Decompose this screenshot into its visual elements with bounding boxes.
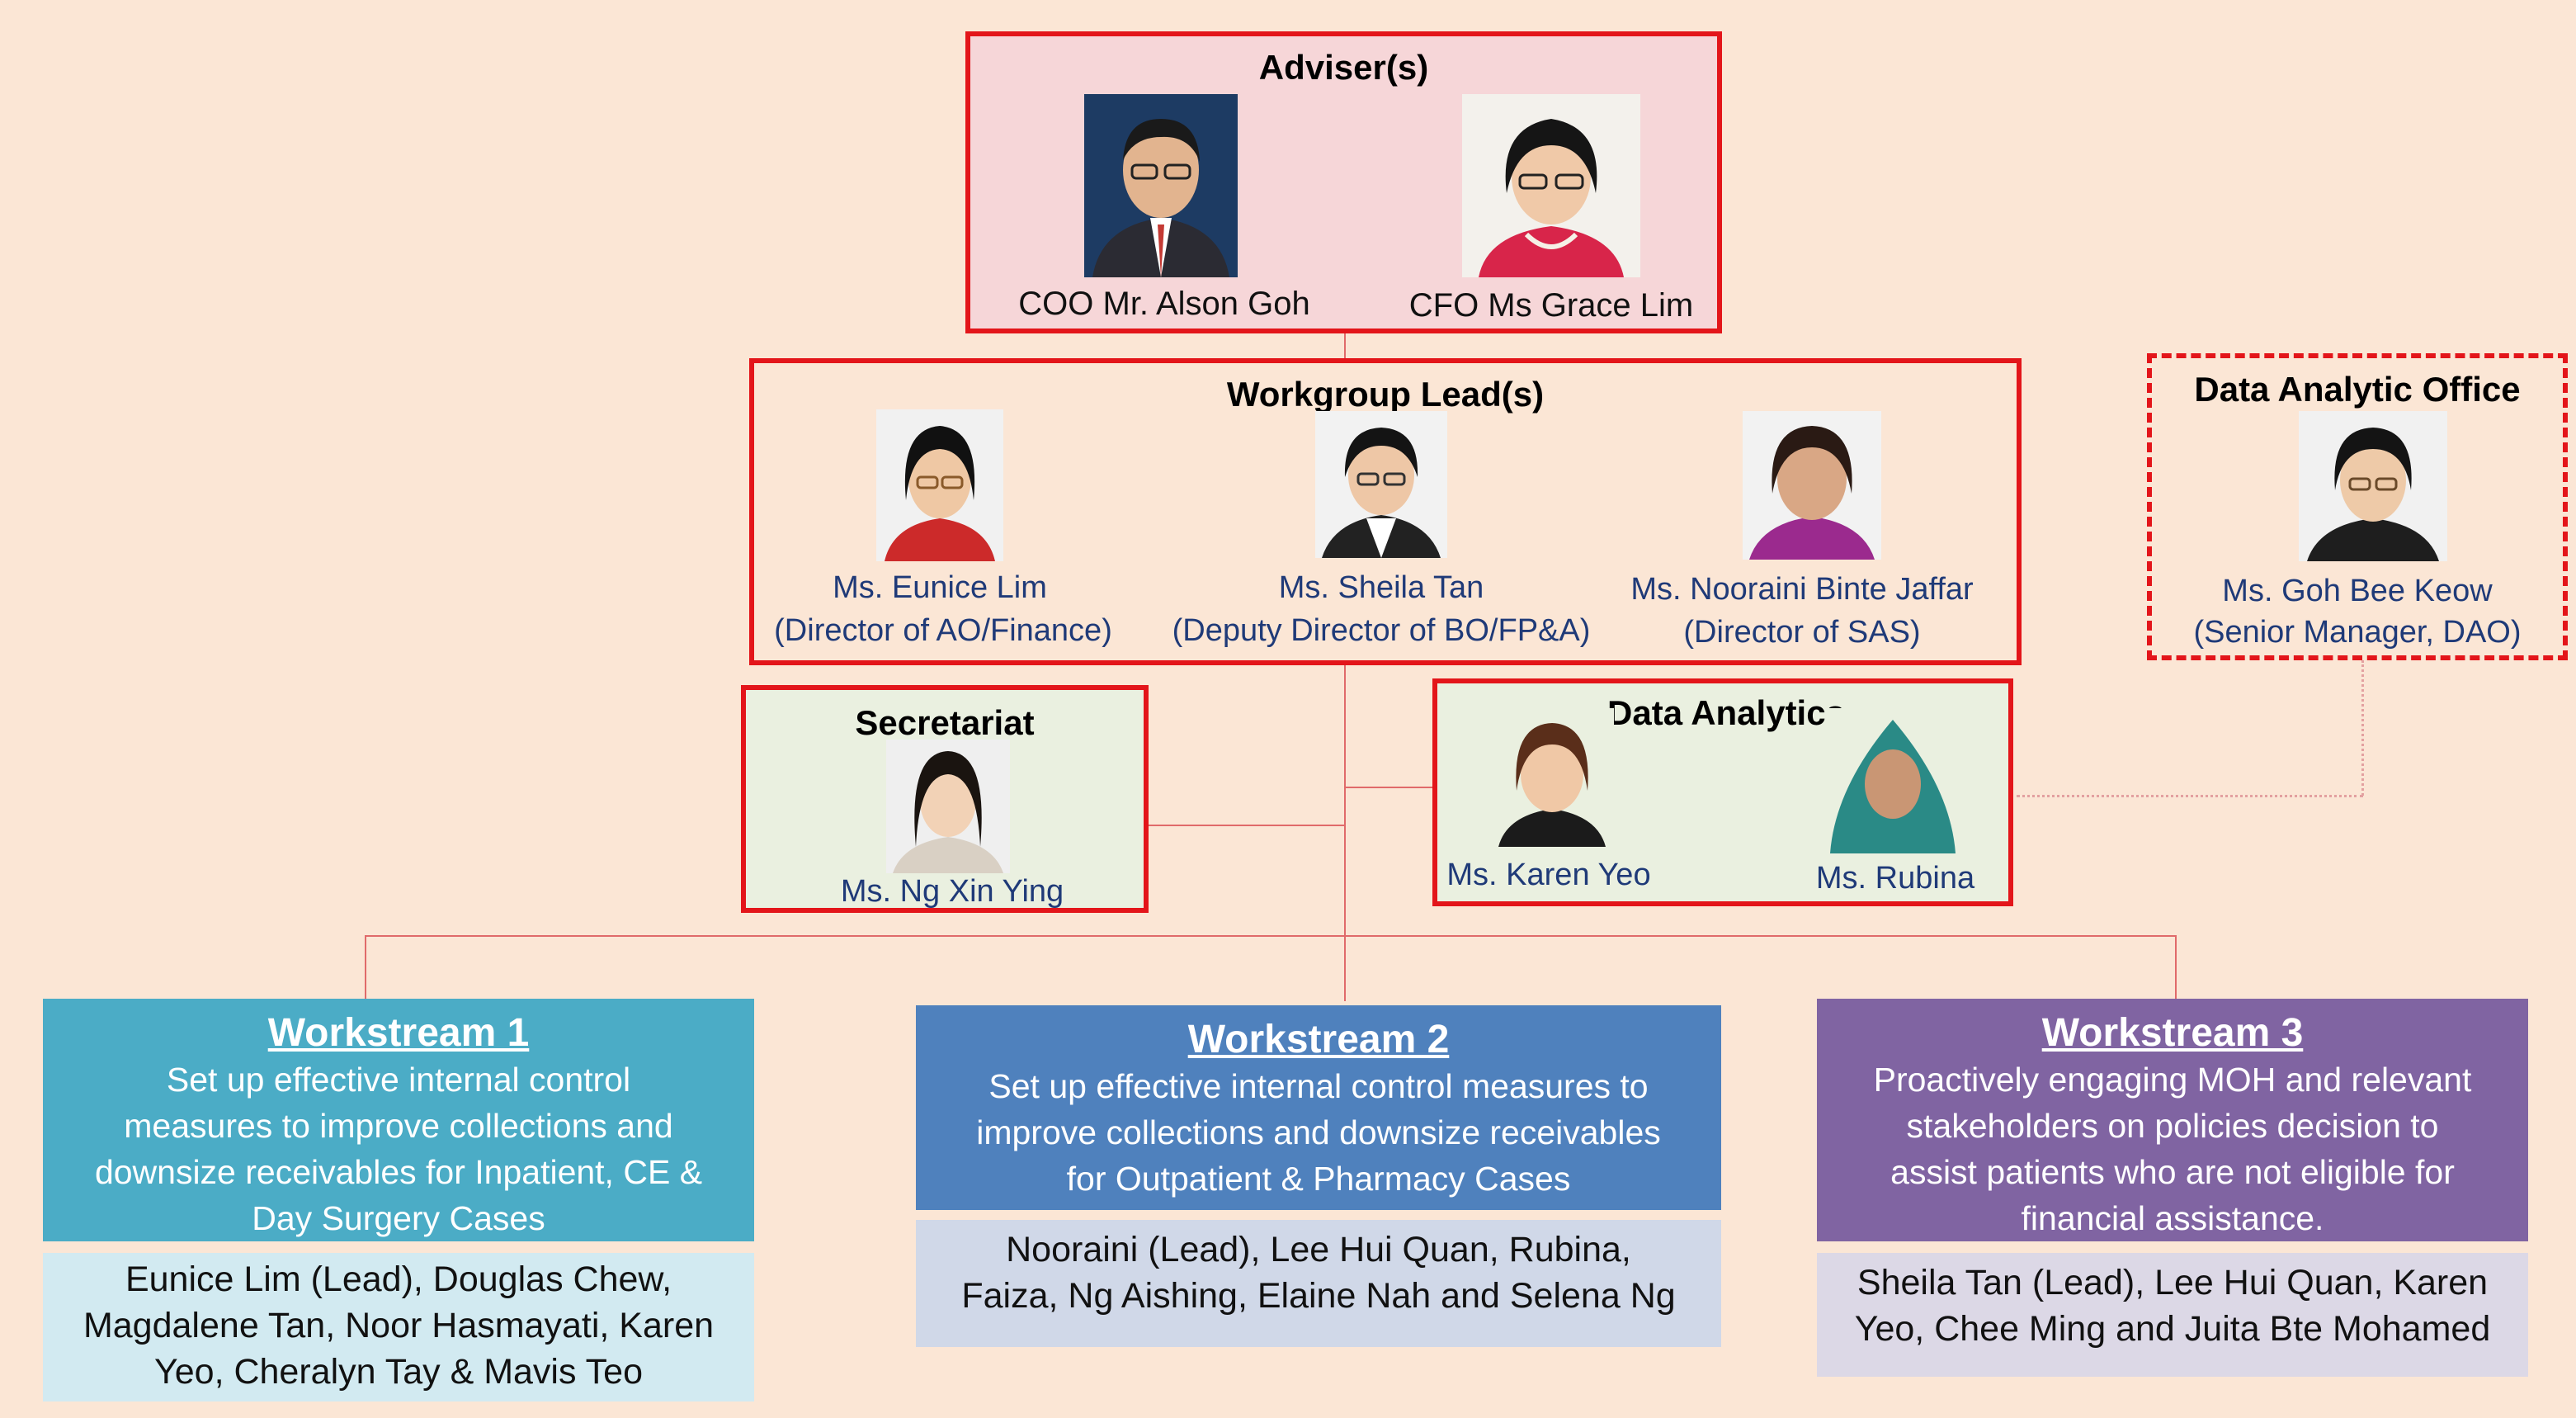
data-analytics-name-1: Ms. Karen Yeo	[1446, 858, 1651, 892]
workstream-3-desc-line-1: Proactively engaging MOH and relevant	[1873, 1061, 2472, 1099]
adviser-name-1: COO Mr. Alson Goh	[1018, 286, 1310, 322]
connector-workstreams	[365, 935, 2177, 937]
photo-ng-xin-ying	[886, 740, 1010, 873]
workstream-1-desc-line-3: downsize receivables for Inpatient, CE &	[94, 1153, 703, 1191]
photo-sheila-tan	[1315, 411, 1447, 558]
workgroup-box: Workgroup Lead(s) Ms. Eunice Lim (Direct…	[749, 358, 2022, 665]
workstream-3-desc-line-2: stakeholders on policies decision to	[1906, 1107, 2439, 1145]
dao-box: Data Analytic Office Ms. Goh Bee Keow (S…	[2147, 353, 2568, 660]
workstream-3-members-line-1: Sheila Tan (Lead), Lee Hui Quan, Karen	[1857, 1263, 2489, 1302]
photo-grace-lim	[1462, 94, 1640, 277]
connector-dao-dotted-h	[2017, 795, 2363, 797]
workstream-1-title: Workstream 1	[267, 1011, 530, 1055]
advisers-box: Adviser(s) COO Mr. Alson Goh CFO Ms Grac…	[965, 31, 1722, 333]
workstream-3-title: Workstream 3	[2041, 1011, 2304, 1055]
connector-dao-dotted-v	[2361, 660, 2364, 796]
connector-ws3	[2175, 935, 2177, 1001]
workstream-2-members: Nooraini (Lead), Lee Hui Quan, Rubina, F…	[916, 1220, 1721, 1347]
workstream-3-members: Sheila Tan (Lead), Lee Hui Quan, Karen Y…	[1817, 1253, 2528, 1377]
workstream-2-members-line-2: Faiza, Ng Aishing, Elaine Nah and Selena…	[961, 1276, 1676, 1316]
workstream-2-members-line-1: Nooraini (Lead), Lee Hui Quan, Rubina,	[1006, 1230, 1631, 1269]
workstream-3-desc-line-4: financial assistance.	[2021, 1199, 2324, 1237]
secretariat-box: Secretariat Ms. Ng Xin Ying	[741, 685, 1149, 913]
connector-ws1	[365, 935, 366, 1001]
workstream-3-members-line-2: Yeo, Chee Ming and Juita Bte Mohamed	[1854, 1309, 2491, 1349]
data-analytics-box: Data Analytics Ms. Karen Yeo Ms. Rubina	[1432, 678, 2013, 906]
workstream-1-members-line-3: Yeo, Cheralyn Tay & Mavis Teo	[154, 1352, 643, 1392]
connector-trunk	[1344, 663, 1346, 1001]
dao-role: (Senior Manager, DAO)	[2193, 615, 2522, 650]
workgroup-name-2: Ms. Sheila Tan	[1278, 570, 1484, 605]
workstream-2-desc-line-2: improve collections and downsize receiva…	[976, 1113, 1661, 1151]
photo-nooraini-jaffar	[1743, 411, 1881, 560]
workstream-1-header: Workstream 1 Set up effective internal c…	[43, 999, 754, 1241]
photo-karen-yeo	[1490, 708, 1614, 847]
photo-rubina	[1827, 708, 1959, 853]
data-analytics-name-2: Ms. Rubina	[1815, 861, 1975, 896]
secretariat-title: Secretariat	[855, 703, 1035, 742]
dao-name: Ms. Goh Bee Keow	[2222, 574, 2493, 608]
workstream-1-desc-line-2: measures to improve collections and	[124, 1107, 673, 1145]
adviser-name-2: CFO Ms Grace Lim	[1408, 287, 1694, 324]
dao-title: Data Analytic Office	[2194, 370, 2521, 409]
workstream-1-members-line-2: Magdalene Tan, Noor Hasmayati, Karen	[83, 1306, 715, 1345]
data-analytics-title: Data Analytics	[1607, 693, 1845, 732]
photo-alson-goh	[1084, 94, 1238, 277]
workgroup-title: Workgroup Lead(s)	[1226, 375, 1545, 414]
workgroup-name-3: Ms. Nooraini Binte Jaffar	[1630, 572, 1974, 607]
workstream-3-header: Workstream 3 Proactively engaging MOH an…	[1817, 999, 2528, 1241]
workstream-1-desc-line-4: Day Surgery Cases	[252, 1199, 545, 1237]
workstream-1-members: Eunice Lim (Lead), Douglas Chew, Magdale…	[43, 1253, 754, 1401]
workstream-2-desc-line-3: for Outpatient & Pharmacy Cases	[1066, 1160, 1571, 1198]
workstream-1-desc-line-1: Set up effective internal control	[166, 1061, 631, 1099]
connector-secretariat	[1147, 825, 1345, 826]
workgroup-role-3: (Director of SAS)	[1683, 615, 1921, 650]
workstream-2-desc-line-1: Set up effective internal control measur…	[988, 1067, 1649, 1105]
workgroup-role-1: (Director of AO/Finance)	[774, 613, 1112, 648]
workgroup-name-1: Ms. Eunice Lim	[833, 570, 1047, 605]
connector-advisers-workgroup	[1344, 330, 1346, 363]
workstream-3-desc-line-3: assist patients who are not eligible for	[1890, 1153, 2455, 1191]
connector-data-analytics	[1345, 787, 1434, 788]
workgroup-role-2: (Deputy Director of BO/FP&A)	[1172, 613, 1591, 648]
photo-eunice-lim	[876, 409, 1003, 561]
workstream-2-title: Workstream 2	[1187, 1018, 1450, 1061]
photo-goh-bee-keow	[2299, 411, 2447, 561]
advisers-title: Adviser(s)	[1258, 48, 1429, 87]
workstream-2-header: Workstream 2 Set up effective internal c…	[916, 1005, 1721, 1210]
secretariat-name: Ms. Ng Xin Ying	[840, 874, 1064, 909]
workstream-1-members-line-1: Eunice Lim (Lead), Douglas Chew,	[125, 1260, 672, 1299]
